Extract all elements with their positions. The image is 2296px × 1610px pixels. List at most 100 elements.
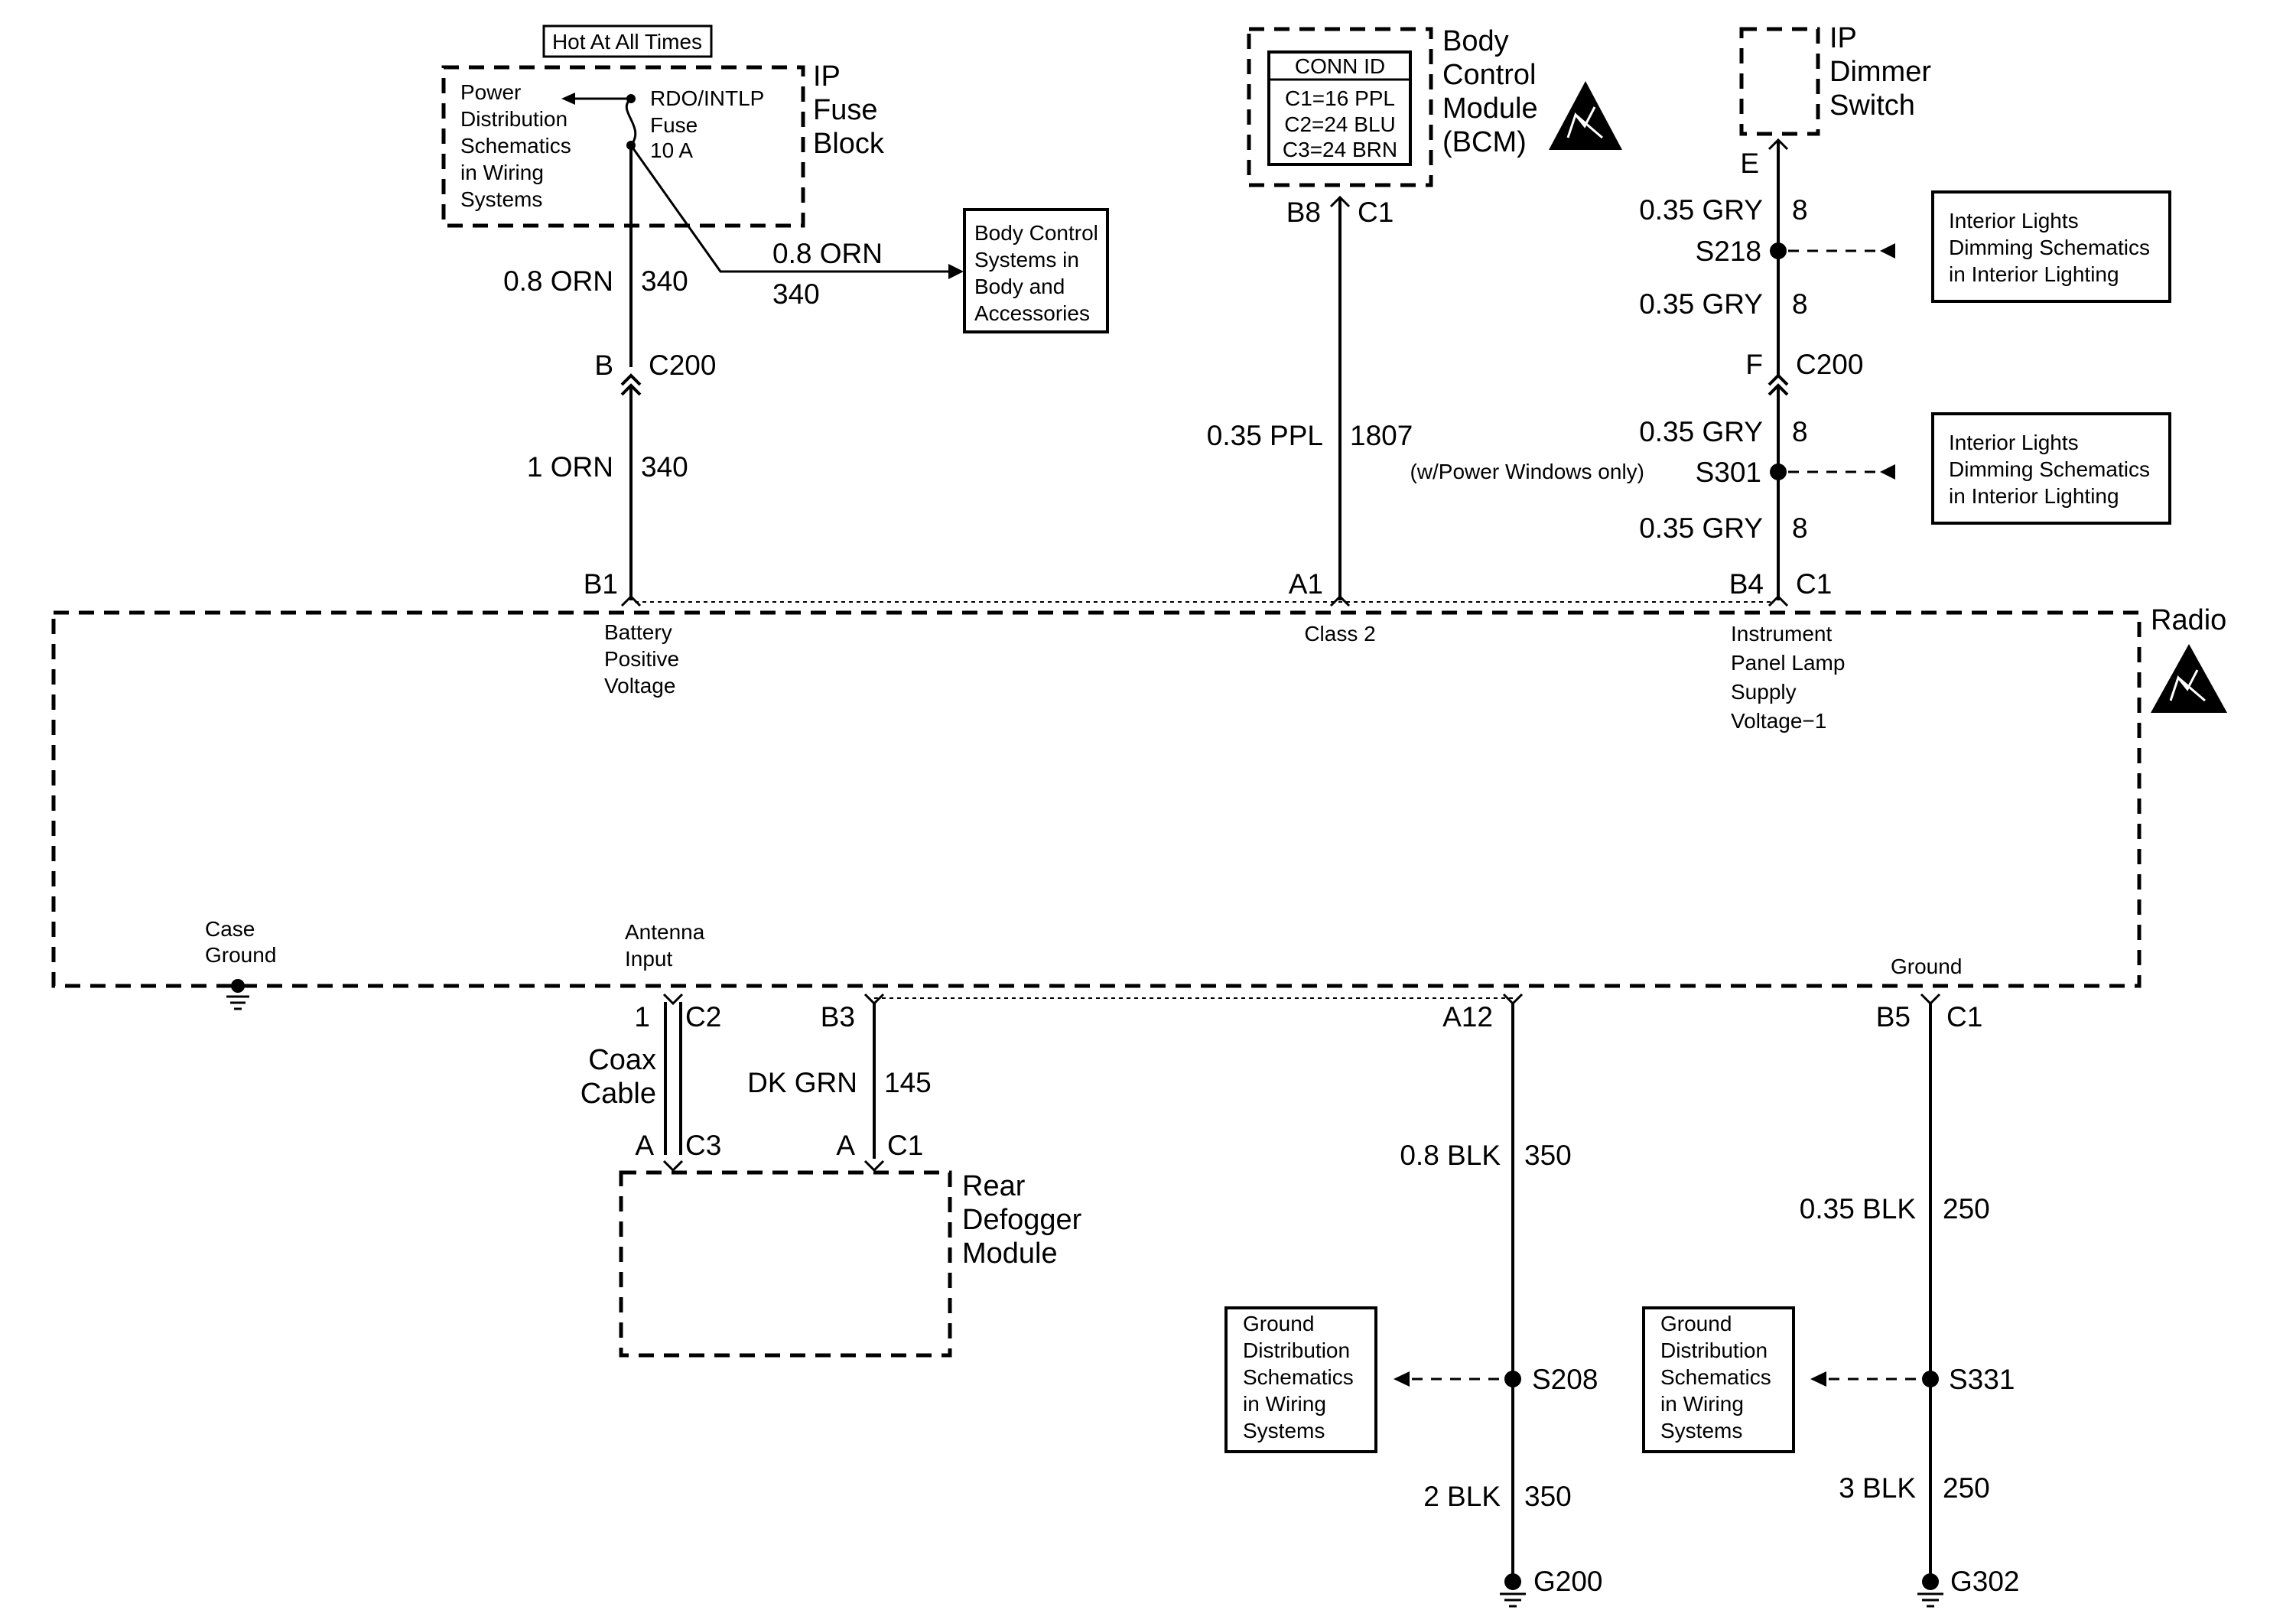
bcm-pin: B8 xyxy=(1286,197,1321,228)
ip-dimmer-switch: IP Dimmer Switch E xyxy=(1739,22,1931,179)
power-ref-line-1: Power xyxy=(460,80,521,104)
bcm-name-1: Body xyxy=(1442,25,1509,57)
interior-lights-ref-1-line-3: in Interior Lighting xyxy=(1949,262,2119,286)
interior-lights-ref-2: Interior Lights Dimming Schematics in In… xyxy=(1931,412,2171,525)
hot-at-all-times-frame xyxy=(542,24,713,58)
radio-antenna-connector: C2 xyxy=(685,1001,721,1033)
bcm-conn-id-c3: C3=24 BRN xyxy=(1283,138,1397,161)
bcm-esd-triangle xyxy=(1549,81,1622,150)
bcm-conn-id-c1: C1=16 PPL xyxy=(1285,86,1395,110)
ground-distribution-ref-1: Ground Distribution Schematics in Wiring… xyxy=(1224,1306,1377,1453)
ground-ref-2-line-4: in Wiring xyxy=(1660,1392,1744,1416)
bcm-conn-id-c2: C2=24 BLU xyxy=(1284,112,1396,136)
bcm-name-4: (BCM) xyxy=(1442,126,1527,158)
circuit-340-wire: 0.8 ORN 340 0.8 ORN 340 B C200 1 ORN 340… xyxy=(503,145,964,607)
radio-a12-pin: A12 xyxy=(1442,1001,1493,1033)
wire-340-branch xyxy=(629,145,948,273)
ground-ref-1-line-5: Systems xyxy=(1243,1419,1325,1442)
radio-outline xyxy=(51,610,2142,988)
g200-ground-icon xyxy=(1500,1573,1526,1608)
body-control-ref-line-4: Accessories xyxy=(974,301,1090,325)
radio-b4-label-3: Supply xyxy=(1731,680,1797,704)
interior-lights-ref-2-line-3: in Interior Lighting xyxy=(1949,484,2119,508)
wire-branch-circuit: 340 xyxy=(772,278,820,310)
c200-b-pin: B xyxy=(594,350,613,381)
defogger-c1-connector-symbol xyxy=(863,1160,885,1173)
c200-f-pin: F xyxy=(1745,349,1763,380)
rear-defogger-name-2: Defogger xyxy=(962,1204,1082,1236)
ground-ref-2-line-5: Systems xyxy=(1660,1419,1742,1442)
wire-blk250a-size: 0.35 BLK xyxy=(1800,1193,1917,1225)
ip-fuse-block-name-3: Block xyxy=(813,128,885,160)
radio-b3-pin: B3 xyxy=(821,1001,855,1033)
interior-lights-ref-1-frame xyxy=(1931,190,2171,303)
radio-ground-label: Ground xyxy=(1891,955,1962,978)
body-control-ref-frame xyxy=(963,208,1109,333)
bcm-esd-hand xyxy=(1566,106,1603,139)
g302-dot xyxy=(1922,1573,1939,1590)
s208-ref-arrowhead xyxy=(1394,1371,1410,1387)
class2-wire: 0.35 PPL 1807 A1 xyxy=(1207,199,1413,607)
c200-f-connector-symbol xyxy=(1768,373,1789,396)
ground-ref-2-line-3: Schematics xyxy=(1660,1365,1771,1389)
fuse-element xyxy=(625,97,637,146)
radio-b4-connector: C1 xyxy=(1796,568,1832,600)
radio-b5-connector: C1 xyxy=(1946,1001,1982,1033)
ip-fuse-block: IP Fuse Block xyxy=(441,60,885,228)
interior-lights-ref-1-line-2: Dimming Schematics xyxy=(1949,236,2150,259)
c200-b-connector: C200 xyxy=(649,350,716,381)
radio-antenna-pin: 1 xyxy=(634,1001,650,1033)
power-ref-line-3: Schematics xyxy=(460,134,571,158)
defogger-c1-pin: A xyxy=(836,1130,855,1161)
interior-lights-ref-2-frame xyxy=(1931,412,2171,525)
power-ref-line-4: in Wiring xyxy=(460,161,544,184)
ip-dimmer-e-connector-symbol xyxy=(1768,138,1789,151)
interior-lights-ref-2-line-1: Interior Lights xyxy=(1949,431,2079,454)
hot-at-all-times-label: Hot At All Times xyxy=(552,30,702,54)
wire-gry3-size: 0.35 GRY xyxy=(1639,416,1763,447)
wire-gry1-size: 0.35 GRY xyxy=(1639,194,1763,226)
defogger-c3-pin: A xyxy=(635,1130,654,1161)
ground-ref-2-frame xyxy=(1642,1306,1795,1453)
ground-ref-1-line-4: in Wiring xyxy=(1243,1392,1326,1416)
radio-name: Radio xyxy=(2151,604,2226,636)
g302-ground-icon xyxy=(1917,1573,1943,1608)
bcm-connector: C1 xyxy=(1358,197,1394,228)
fuse-name: RDO/INTLP xyxy=(650,86,764,110)
bcm-b8-connector-symbol xyxy=(1329,195,1351,208)
branch-arrowhead xyxy=(948,264,964,279)
wire-gry3-circuit: 8 xyxy=(1792,416,1808,447)
radio-a1-pin: A1 xyxy=(1289,568,1323,600)
wire-class2-size: 0.35 PPL xyxy=(1207,420,1323,451)
ip-dimmer-outline xyxy=(1739,27,1820,136)
rdo-intlp-fuse: RDO/INTLP Fuse 10 A xyxy=(625,86,764,162)
wire-blk250a-circuit: 250 xyxy=(1943,1193,1990,1225)
coax-cable: 1 C2 Coax Cable A C3 xyxy=(581,993,721,1173)
defogger-c1-connector: C1 xyxy=(887,1130,923,1161)
ip-fuse-block-name-2: Fuse xyxy=(813,94,877,126)
wire-gry1-circuit: 8 xyxy=(1792,194,1808,226)
defogger-c3-connector: C3 xyxy=(685,1130,721,1161)
body-control-systems-ref: Body Control Systems in Body and Accesso… xyxy=(963,208,1109,333)
interior-lights-ref-1-line-1: Interior Lights xyxy=(1949,209,2079,233)
radio-b5-pin: B5 xyxy=(1876,1001,1911,1033)
ground-ref-2-line-2: Distribution xyxy=(1660,1338,1768,1362)
wire-radio-feed-circuit: 340 xyxy=(641,451,688,483)
body-control-module: CONN ID C1=16 PPL C2=24 BLU C3=24 BRN Bo… xyxy=(1247,25,1622,228)
rear-defogger-name-1: Rear xyxy=(962,1170,1026,1202)
body-control-ref-line-3: Body and xyxy=(974,275,1065,298)
interior-lights-ref-2-line-2: Dimming Schematics xyxy=(1949,457,2150,481)
circuit-350-ground: A12 0.8 BLK 350 S208 2 BLK 350 G200 xyxy=(1394,993,1603,1608)
wire-blk350b-size: 2 BLK xyxy=(1423,1481,1501,1512)
radio-antenna-label-2: Input xyxy=(625,947,672,971)
radio-c2-connector-symbol xyxy=(662,993,684,1006)
s301-ref-arrowhead xyxy=(1880,464,1895,480)
circuit-250-ground: B5 C1 0.35 BLK 250 S331 3 BLK 250 G302 xyxy=(1800,993,2020,1608)
ground-ref-1-line-2: Distribution xyxy=(1243,1338,1350,1362)
rear-defogger-outline xyxy=(619,1170,952,1358)
wire-fuse-out-size: 0.8 ORN xyxy=(503,265,613,297)
wire-blk250b-circuit: 250 xyxy=(1943,1472,1990,1504)
power-distribution-ref: Power Distribution Schematics in Wiring … xyxy=(460,80,631,211)
radio-b1-label-3: Voltage xyxy=(604,674,675,698)
